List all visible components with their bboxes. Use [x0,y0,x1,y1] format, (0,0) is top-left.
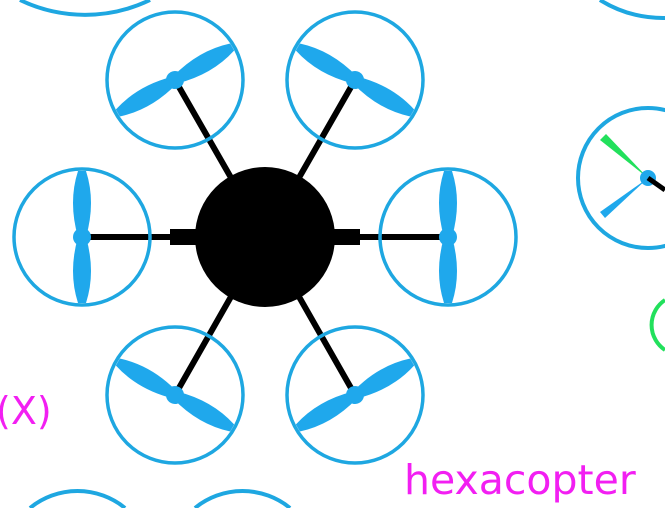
propeller-icon [439,171,457,303]
propeller-icon [73,171,91,303]
configuration-label: (X) [0,392,52,430]
partial-rotor-ring-top-left [20,0,150,15]
rotor-bottom-left [107,327,243,463]
propeller-icon [293,39,416,121]
rotor-top-right [287,12,423,148]
partial-rotor-right [578,108,665,248]
partial-rotor-ring-bottom-mid [195,491,290,508]
propeller-icon [113,354,236,436]
hexacopter-label: hexacopter [404,460,636,501]
partial-rotor-ring-top-right [600,0,665,18]
hub-body-icon [195,167,335,307]
propeller-icon [600,134,648,178]
propeller-icon [293,354,416,436]
partial-rotor-ring-bottom-left [30,491,125,508]
rotor-top-left [107,12,243,148]
propeller-icon [113,39,236,121]
partial-rotor-ring-right-lower [652,300,665,350]
rotor-bottom-right [287,327,423,463]
